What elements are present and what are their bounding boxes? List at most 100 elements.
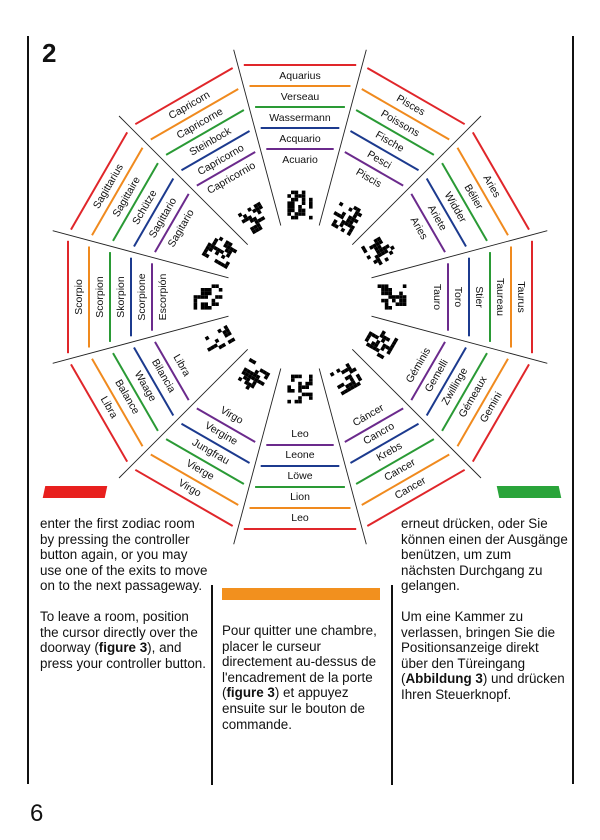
- color-line: [366, 67, 466, 126]
- sign-glyph-icon: [287, 374, 313, 404]
- color-line: [355, 438, 435, 485]
- color-line: [456, 358, 509, 447]
- wheel-spoke: [371, 230, 548, 279]
- color-line: [344, 407, 404, 443]
- sign-label: Toro: [452, 287, 464, 308]
- color-line: [112, 162, 159, 242]
- english-column: enter the first zodiac room by pressing …: [40, 516, 208, 686]
- color-line: [425, 177, 467, 248]
- sign-glyph-icon: [331, 201, 363, 237]
- sign-label: Scorpione: [136, 273, 148, 320]
- color-line: [366, 468, 466, 527]
- english-text: To leave a room, position the cursor dir…: [40, 608, 198, 656]
- french-column: Pour quitter une chambre, placer le curs…: [222, 623, 388, 747]
- sign-glyph-icon: [204, 324, 236, 352]
- color-line: [134, 67, 234, 126]
- color-line: [91, 147, 144, 236]
- color-line: [425, 346, 467, 417]
- sign-label: Aquarius: [279, 70, 320, 82]
- figure-reference: Abbildung 3: [405, 671, 483, 687]
- german-paragraph-1: erneut drücken, oder Sie können einen de…: [401, 516, 568, 594]
- sign-label: Leo: [291, 512, 309, 524]
- wheel-spoke: [52, 315, 229, 364]
- color-line: [165, 109, 245, 156]
- color-line: [165, 438, 245, 485]
- color-line: [154, 341, 190, 401]
- english-paragraph-2: To leave a room, position the cursor dir…: [40, 609, 208, 671]
- sign-label: Skorpion: [115, 276, 127, 318]
- color-line: [196, 407, 256, 443]
- wheel-spoke: [351, 115, 482, 246]
- sign-label: Taurus: [515, 281, 527, 313]
- wheel-spoke: [52, 230, 229, 279]
- sign-glyph-icon: [377, 284, 407, 310]
- sign-glyph-icon: [237, 357, 271, 391]
- sign-glyph-icon: [360, 236, 395, 266]
- color-line: [150, 453, 239, 506]
- sign-label: Scorpion: [94, 276, 106, 318]
- wheel-spoke: [318, 368, 367, 545]
- french-text: Pour quitter une chambre, placer le curs…: [222, 623, 377, 701]
- sign-label: Vierge: [184, 457, 216, 483]
- color-line: [344, 151, 404, 187]
- color-line: [410, 341, 446, 401]
- sign-glyph-icon: [237, 201, 266, 235]
- sign-label: Tauro: [431, 284, 443, 310]
- sign-label: Leone: [285, 449, 314, 461]
- sign-label: Pesci: [365, 148, 393, 171]
- sign-glyph-icon: [193, 284, 223, 310]
- red-bar: [42, 486, 108, 498]
- english-paragraph-1: enter the first zodiac room by pressing …: [40, 516, 208, 594]
- wheel-spoke: [318, 49, 367, 226]
- figure-reference: figure 3: [226, 685, 275, 701]
- wheel-spoke: [118, 115, 249, 246]
- sign-label: Stier: [473, 286, 485, 308]
- sign-label: Acuario: [282, 154, 318, 166]
- color-line: [441, 162, 488, 242]
- wheel-spoke: [233, 49, 282, 226]
- page-number: 6: [30, 800, 44, 827]
- german-column: erneut drücken, oder Sie können einen de…: [401, 516, 569, 718]
- figure-reference: figure 3: [98, 640, 148, 656]
- sign-glyph-icon: [287, 190, 313, 220]
- column-divider-2: [391, 585, 393, 785]
- color-line: [70, 363, 129, 463]
- french-paragraph-1: Pour quitter une chambre, placer le curs…: [222, 623, 388, 732]
- sign-label: Leo: [291, 428, 309, 440]
- column-divider-1: [211, 585, 213, 785]
- sign-label: Pisces: [394, 92, 427, 118]
- sign-glyph-icon: [329, 362, 363, 396]
- color-line: [91, 358, 144, 447]
- color-line: [361, 453, 450, 506]
- color-line: [180, 130, 251, 172]
- color-line: [70, 131, 129, 231]
- sign-label: Taureau: [494, 278, 506, 316]
- german-paragraph-2: Um eine Kammer zu verlassen, bringen Sie…: [401, 609, 569, 703]
- right-border-line: [572, 36, 574, 784]
- color-line: [180, 422, 251, 464]
- color-line: [471, 363, 530, 463]
- segment-taurus: Taurus Taureau Stier Toro Tauro: [377, 240, 533, 354]
- sign-label: Lion: [290, 491, 310, 503]
- sign-label: Krebs: [375, 440, 405, 464]
- color-line: [150, 88, 239, 141]
- sign-label: Verseau: [281, 91, 320, 103]
- color-line: [134, 468, 234, 527]
- sign-label: Cancer: [393, 474, 429, 502]
- sign-label: Ariete: [425, 203, 449, 233]
- sign-label: Fische: [373, 129, 406, 155]
- color-line: [355, 109, 435, 156]
- color-line: [154, 193, 190, 253]
- green-bar: [496, 486, 562, 498]
- color-line: [456, 147, 509, 236]
- sign-label: Löwe: [287, 470, 312, 482]
- sign-label: Acquario: [279, 133, 321, 145]
- color-line: [133, 346, 175, 417]
- wheel-spoke: [371, 315, 548, 364]
- sign-label: Scorpio: [73, 279, 85, 315]
- french-text-end: ) et appuyez ensuite sur le bouton de co…: [222, 685, 365, 732]
